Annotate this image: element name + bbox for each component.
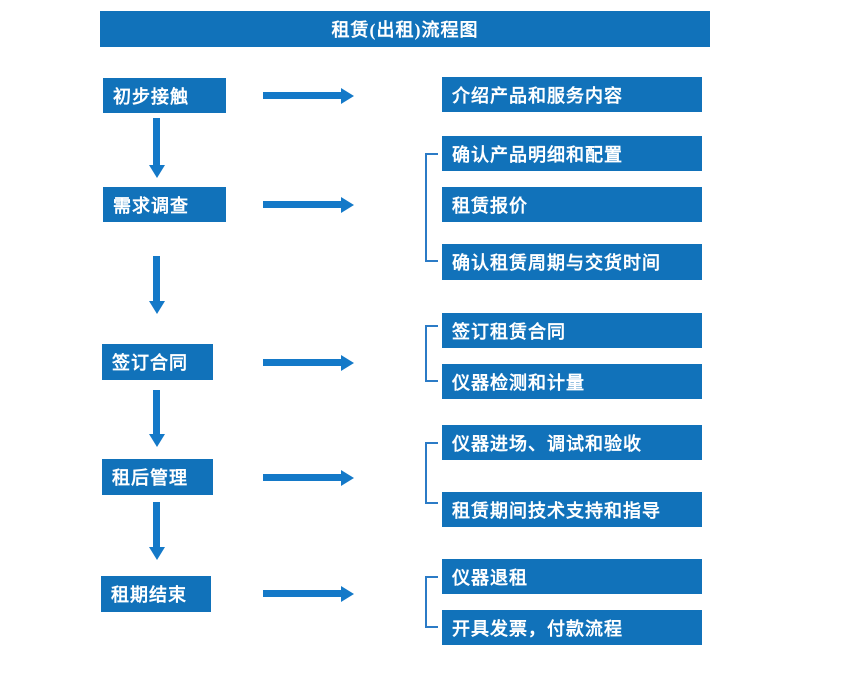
- right-arrow-icon: [263, 87, 354, 104]
- step-box-contract-signing: 签订合同: [102, 344, 213, 380]
- step-box-demand-survey: 需求调查: [103, 187, 226, 222]
- output-box-invoicing-payment: 开具发票，付款流程: [442, 610, 702, 645]
- down-arrow-icon: [148, 390, 165, 447]
- output-box-confirm-rental-period: 确认租赁周期与交货时间: [442, 244, 702, 280]
- output-box-sign-rental-contract: 签订租赁合同: [442, 313, 702, 348]
- right-arrow-icon: [263, 196, 354, 213]
- step-box-lease-end: 租期结束: [101, 576, 211, 612]
- right-arrow-icon: [263, 469, 354, 486]
- output-box-instrument-return: 仪器退租: [442, 559, 702, 594]
- down-arrow-icon: [148, 118, 165, 178]
- step-box-initial-contact: 初步接触: [103, 78, 226, 113]
- output-box-confirm-product-details: 确认产品明细和配置: [442, 136, 702, 171]
- title-bar: 租赁(出租)流程图: [100, 11, 710, 47]
- output-box-introduce-products: 介绍产品和服务内容: [442, 77, 702, 112]
- step-box-post-rental-management: 租后管理: [102, 459, 213, 495]
- output-box-instrument-testing: 仪器检测和计量: [442, 364, 702, 399]
- down-arrow-icon: [148, 256, 165, 314]
- right-arrow-icon: [263, 585, 354, 602]
- group-bracket: [425, 325, 438, 382]
- group-bracket: [425, 153, 438, 262]
- output-box-rental-quotation: 租赁报价: [442, 187, 702, 222]
- down-arrow-icon: [148, 502, 165, 560]
- output-box-technical-support: 租赁期间技术支持和指导: [442, 492, 702, 527]
- group-bracket: [425, 576, 438, 628]
- output-box-instrument-setup: 仪器进场、调试和验收: [442, 425, 702, 460]
- chart-title: 租赁(出租)流程图: [331, 20, 479, 40]
- group-bracket: [425, 442, 438, 504]
- right-arrow-icon: [263, 354, 354, 371]
